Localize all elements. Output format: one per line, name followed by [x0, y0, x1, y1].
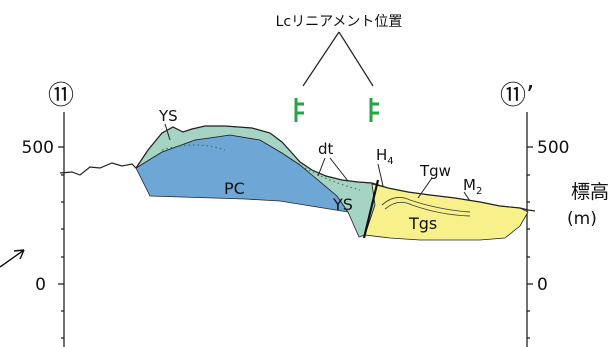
fault-line [362, 179, 380, 239]
unit-label-PC: PC [224, 179, 245, 198]
unit-label-YS-upper: YS [158, 107, 178, 125]
section-label-right: ⑪’ [500, 81, 534, 111]
left-axis-tick-0: 0 [35, 275, 46, 295]
left-axis [58, 112, 65, 347]
terrace-lines [381, 196, 471, 217]
unit-label-YS-lower: YS [332, 195, 353, 214]
right-axis-label-line2: (m) [567, 209, 597, 229]
right-axis-tick-0: 0 [537, 275, 548, 295]
label-leaders [164, 123, 471, 202]
unit-label-M2: M2 [463, 176, 482, 197]
unit-label-Tgs: Tgs [408, 214, 437, 233]
arrow-icon [0, 249, 25, 268]
lineament-marker-icon [369, 98, 379, 122]
right-axis-label-line1: 標高 [571, 181, 609, 203]
unit-label-Tgw: Tgw [419, 162, 451, 180]
unit-Tgs-fill [364, 183, 529, 241]
ground-surface-line [59, 125, 536, 212]
right-axis [526, 112, 533, 347]
leader-line-right [338, 31, 374, 87]
left-axis-tick-500: 500 [22, 138, 54, 158]
lineament-marker-icon [294, 98, 304, 122]
section-label-left: ⑪ [48, 81, 74, 111]
right-axis-tick-500: 500 [537, 138, 569, 158]
unit-label-dt: dt [318, 140, 334, 158]
unit-label-H4: H4 [376, 146, 394, 167]
dt-dotted-line [161, 144, 361, 191]
figure-title: Lcリニアメント位置 [276, 14, 403, 30]
leader-line-left [302, 31, 340, 87]
